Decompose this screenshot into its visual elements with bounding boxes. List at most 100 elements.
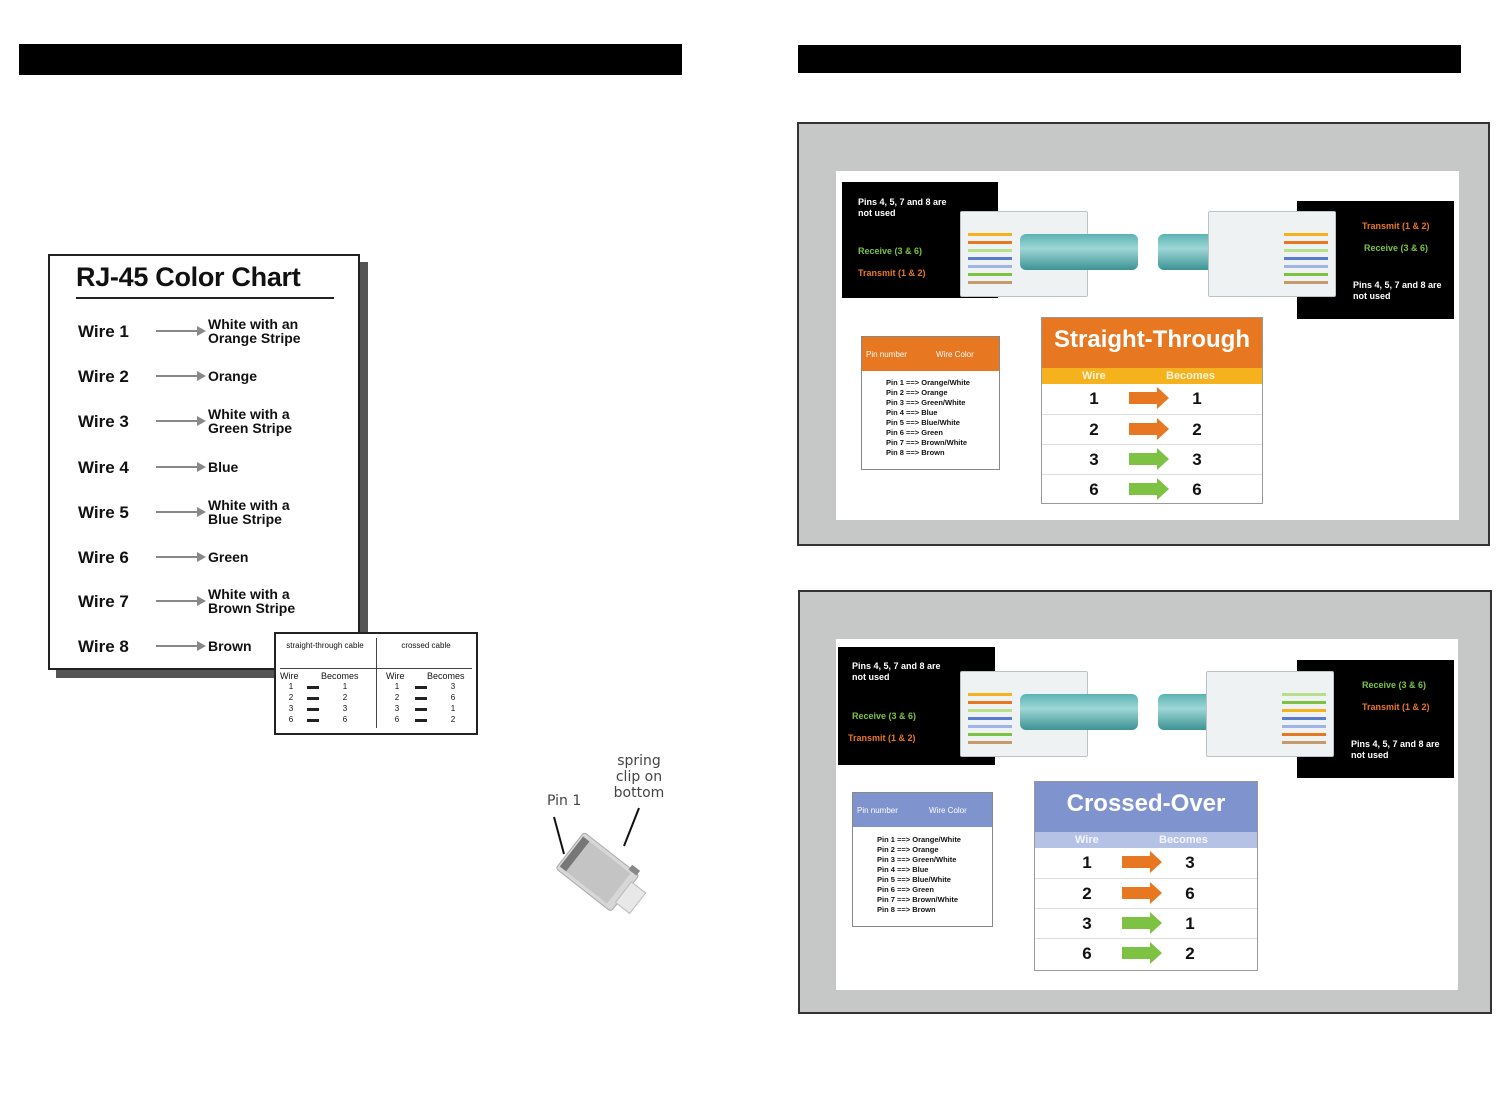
map-row: 2 6 xyxy=(1035,878,1257,909)
map-row: 6 6 xyxy=(1042,474,1262,505)
wire-number: 1 xyxy=(1082,853,1092,872)
pin1-label: Pin 1 xyxy=(547,793,582,809)
pin-line: Pin 7 ==> Brown/White xyxy=(886,438,968,447)
col-becomes: Becomes xyxy=(321,671,359,681)
arrow-icon xyxy=(1129,387,1169,409)
arrow-icon xyxy=(156,507,206,517)
col-wire-color: Wire Color xyxy=(936,350,974,359)
wire-number: 1 xyxy=(1089,389,1099,408)
wire-color: White with an Orange Stripe xyxy=(208,316,301,346)
cable-mapping-table: straight-through cable crossed cable Wir… xyxy=(274,632,478,735)
pin-line: Pin 5 ==> Blue/White xyxy=(886,418,960,427)
arrow-icon xyxy=(1122,942,1162,964)
cell: 3 xyxy=(342,704,348,713)
pin-line: Pin 8 ==> Brown xyxy=(877,905,936,914)
straight-through-diagram: Pins 4, 5, 7 and 8 are not used Receive … xyxy=(836,171,1459,520)
col-wire-color: Wire Color xyxy=(929,806,967,815)
arrow-icon xyxy=(1122,912,1162,934)
col-becomes: Becomes xyxy=(1166,370,1215,382)
pin-line: Pin 6 ==> Green xyxy=(886,428,943,437)
arrow-icon xyxy=(307,719,319,722)
pin-line: Pin 3 ==> Green/White xyxy=(877,855,957,864)
unused-pins-note: Pins 4, 5, 7 and 8 are not used xyxy=(1353,280,1442,301)
crossed-over-map: Crossed-Over Wire Becomes 1 3 2 6 3 1 xyxy=(1034,781,1258,971)
arrow-icon xyxy=(1122,882,1162,904)
color-chart-title: RJ-45 Color Chart xyxy=(76,262,301,292)
wire-color: White with a Green Stripe xyxy=(208,406,293,436)
map-row: 3 3 xyxy=(1042,444,1262,475)
arrow-icon xyxy=(307,697,319,700)
map-subheader: Wire Becomes xyxy=(1035,832,1257,848)
wire-label: Wire 7 xyxy=(78,592,129,611)
receive-label: Receive (3 & 6) xyxy=(1362,680,1427,690)
map-title: Crossed-Over xyxy=(1035,782,1257,832)
becomes-number: 6 xyxy=(1185,884,1195,903)
pin-line: Pin 2 ==> Orange xyxy=(877,845,939,854)
map-title: Straight-Through xyxy=(1042,318,1262,368)
becomes-number: 2 xyxy=(1185,944,1195,963)
title-rule xyxy=(76,297,334,299)
arrow-icon xyxy=(156,416,206,426)
wire-number: 6 xyxy=(1082,944,1092,963)
wire-color: Blue xyxy=(208,459,239,475)
cell: 3 xyxy=(288,704,294,713)
col-wire: Wire xyxy=(386,671,405,681)
becomes-number: 2 xyxy=(1192,420,1202,439)
col-wire: Wire xyxy=(1075,834,1099,846)
wire-label: Wire 4 xyxy=(78,458,129,477)
unused-pins-note: Pins 4, 5, 7 and 8 are not used xyxy=(858,197,947,218)
wire-color: White with a Blue Stripe xyxy=(208,497,290,527)
wire-color: Green xyxy=(208,549,249,565)
arrow-icon xyxy=(1122,851,1162,873)
arrow-icon xyxy=(156,326,206,336)
cell: 2 xyxy=(450,715,456,724)
transmit-label: Transmit (1 & 2) xyxy=(848,733,916,743)
map-row: 1 1 xyxy=(1042,384,1262,414)
arrow-icon xyxy=(307,708,319,711)
wire-label: Wire 8 xyxy=(78,637,129,656)
cell: 1 xyxy=(450,704,456,713)
pin-line: Pin 3 ==> Green/White xyxy=(886,398,966,407)
wire-number: 3 xyxy=(1089,450,1099,469)
wire-color: Brown xyxy=(208,638,252,654)
crossed-over-diagram: Pins 4, 5, 7 and 8 are not used Receive … xyxy=(836,639,1458,990)
straight-through-map: Straight-Through Wire Becomes 1 1 2 2 3 … xyxy=(1041,317,1263,504)
arrow-icon xyxy=(415,697,427,700)
pin-table-header: Pin number Wire Color xyxy=(862,337,999,371)
cell: 2 xyxy=(342,693,348,702)
transmit-label: Transmit (1 & 2) xyxy=(1362,221,1430,231)
right-rj45-plug xyxy=(1206,671,1334,757)
cell: 6 xyxy=(288,715,294,724)
becomes-number: 3 xyxy=(1185,853,1195,872)
wire-number: 2 xyxy=(1089,420,1099,439)
wire-label: Wire 6 xyxy=(78,548,129,567)
cable-left xyxy=(1020,694,1138,730)
wire-number: 3 xyxy=(1082,914,1092,933)
table-rule xyxy=(280,668,472,669)
arrow-icon xyxy=(156,552,206,562)
cable-left xyxy=(1020,234,1138,270)
becomes-number: 1 xyxy=(1192,389,1202,408)
pin-line: Pin 4 ==> Blue xyxy=(877,865,929,874)
becomes-number: 3 xyxy=(1192,450,1202,469)
cell: 3 xyxy=(394,704,400,713)
col-pin-number: Pin number xyxy=(866,350,907,359)
unused-pins-note: Pins 4, 5, 7 and 8 are not used xyxy=(1351,739,1440,760)
pin-line: Pin 8 ==> Brown xyxy=(886,448,945,457)
pin-line: Pin 1 ==> Orange/White xyxy=(886,378,970,387)
wire-color: White with a Brown Stripe xyxy=(208,586,296,616)
pin-line: Pin 5 ==> Blue/White xyxy=(877,875,951,884)
map-row: 2 2 xyxy=(1042,414,1262,445)
table-divider xyxy=(376,638,377,728)
col-pin-number: Pin number xyxy=(857,806,898,815)
pin-line: Pin 6 ==> Green xyxy=(877,885,934,894)
cell: 1 xyxy=(342,682,348,691)
receive-label: Receive (3 & 6) xyxy=(858,246,923,256)
right-rj45-plug xyxy=(1208,211,1336,297)
pin-line: Pin 1 ==> Orange/White xyxy=(877,835,961,844)
wire-number: 6 xyxy=(1089,480,1099,499)
arrow-icon xyxy=(415,719,427,722)
arrow-icon xyxy=(415,686,427,689)
arrow-icon xyxy=(1129,448,1169,470)
straight-through-header: straight-through cable xyxy=(286,641,364,650)
